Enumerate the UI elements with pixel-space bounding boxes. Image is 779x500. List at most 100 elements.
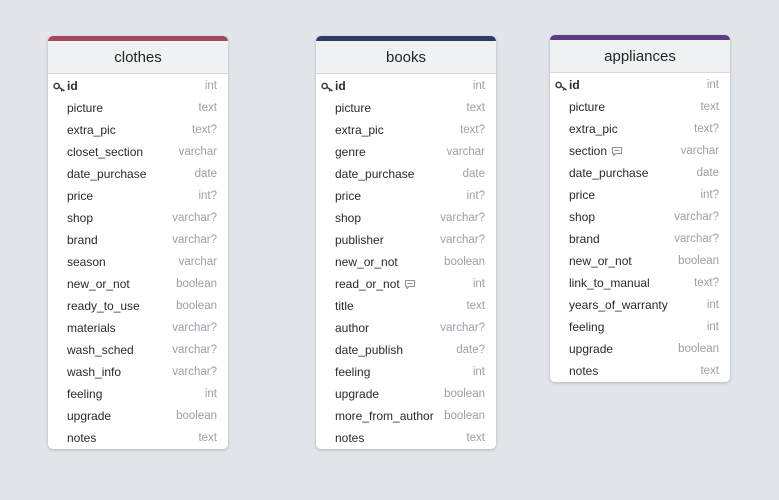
note-icon[interactable]: [611, 146, 623, 157]
field-type: boolean: [176, 278, 217, 290]
field-name-group: upgrade: [335, 387, 379, 401]
note-icon[interactable]: [404, 279, 416, 290]
table-header[interactable]: appliances: [550, 40, 730, 73]
field-name-group: price: [569, 188, 595, 202]
field-name: extra_pic: [67, 123, 116, 137]
field-type: int: [472, 278, 485, 290]
field-type: int: [204, 388, 217, 400]
field-type: int: [706, 299, 719, 311]
field-name: brand: [569, 232, 600, 246]
primary-key-icon: [555, 80, 567, 91]
field-type: varchar: [680, 145, 719, 157]
field-type: text: [700, 365, 719, 377]
field-name-group: title: [335, 299, 354, 313]
field-type: varchar?: [674, 211, 719, 223]
field-name: feeling: [335, 365, 371, 379]
field-name-group: shop: [67, 211, 93, 225]
field-type: int?: [198, 190, 217, 202]
field-name-group: shop: [569, 210, 595, 224]
field-name: read_or_not: [335, 277, 400, 291]
field-type: int?: [700, 189, 719, 201]
field-name-group: ready_to_use: [67, 299, 140, 313]
field-type: varchar?: [172, 234, 217, 246]
field-name-group: wash_sched: [67, 343, 134, 357]
field-row-price[interactable]: price int?: [48, 185, 228, 207]
field-type: varchar: [178, 146, 217, 158]
field-type: text: [198, 102, 217, 114]
field-name-group: upgrade: [569, 342, 613, 356]
table-header[interactable]: clothes: [48, 41, 228, 74]
field-row-shop[interactable]: shop varchar?: [550, 206, 730, 228]
field-row-date-purchase[interactable]: date_purchase date: [48, 163, 228, 185]
field-type: boolean: [444, 256, 485, 268]
field-type: varchar?: [440, 212, 485, 224]
table-title: appliances: [604, 47, 676, 65]
field-name: title: [335, 299, 354, 313]
field-type: boolean: [678, 343, 719, 355]
field-name: feeling: [569, 320, 605, 334]
field-name: wash_sched: [67, 343, 134, 357]
field-name: date_purchase: [67, 167, 147, 181]
field-type: date: [194, 168, 217, 180]
field-type: boolean: [678, 255, 719, 267]
field-name-group: extra_pic: [335, 123, 384, 137]
field-name: date_purchase: [569, 166, 649, 180]
field-type: date?: [456, 344, 485, 356]
field-row-read-or-not[interactable]: read_or_not int: [316, 273, 496, 295]
field-name-group: date_purchase: [335, 167, 414, 181]
field-name: publisher: [335, 233, 384, 247]
field-row-upgrade[interactable]: upgrade boolean: [550, 338, 730, 360]
field-name: feeling: [67, 387, 103, 401]
table-header[interactable]: books: [316, 41, 496, 74]
field-name: price: [67, 189, 94, 203]
field-row-feeling[interactable]: feeling int: [48, 383, 228, 405]
field-name-group: price: [335, 189, 361, 203]
field-row-price[interactable]: price int?: [550, 184, 730, 206]
